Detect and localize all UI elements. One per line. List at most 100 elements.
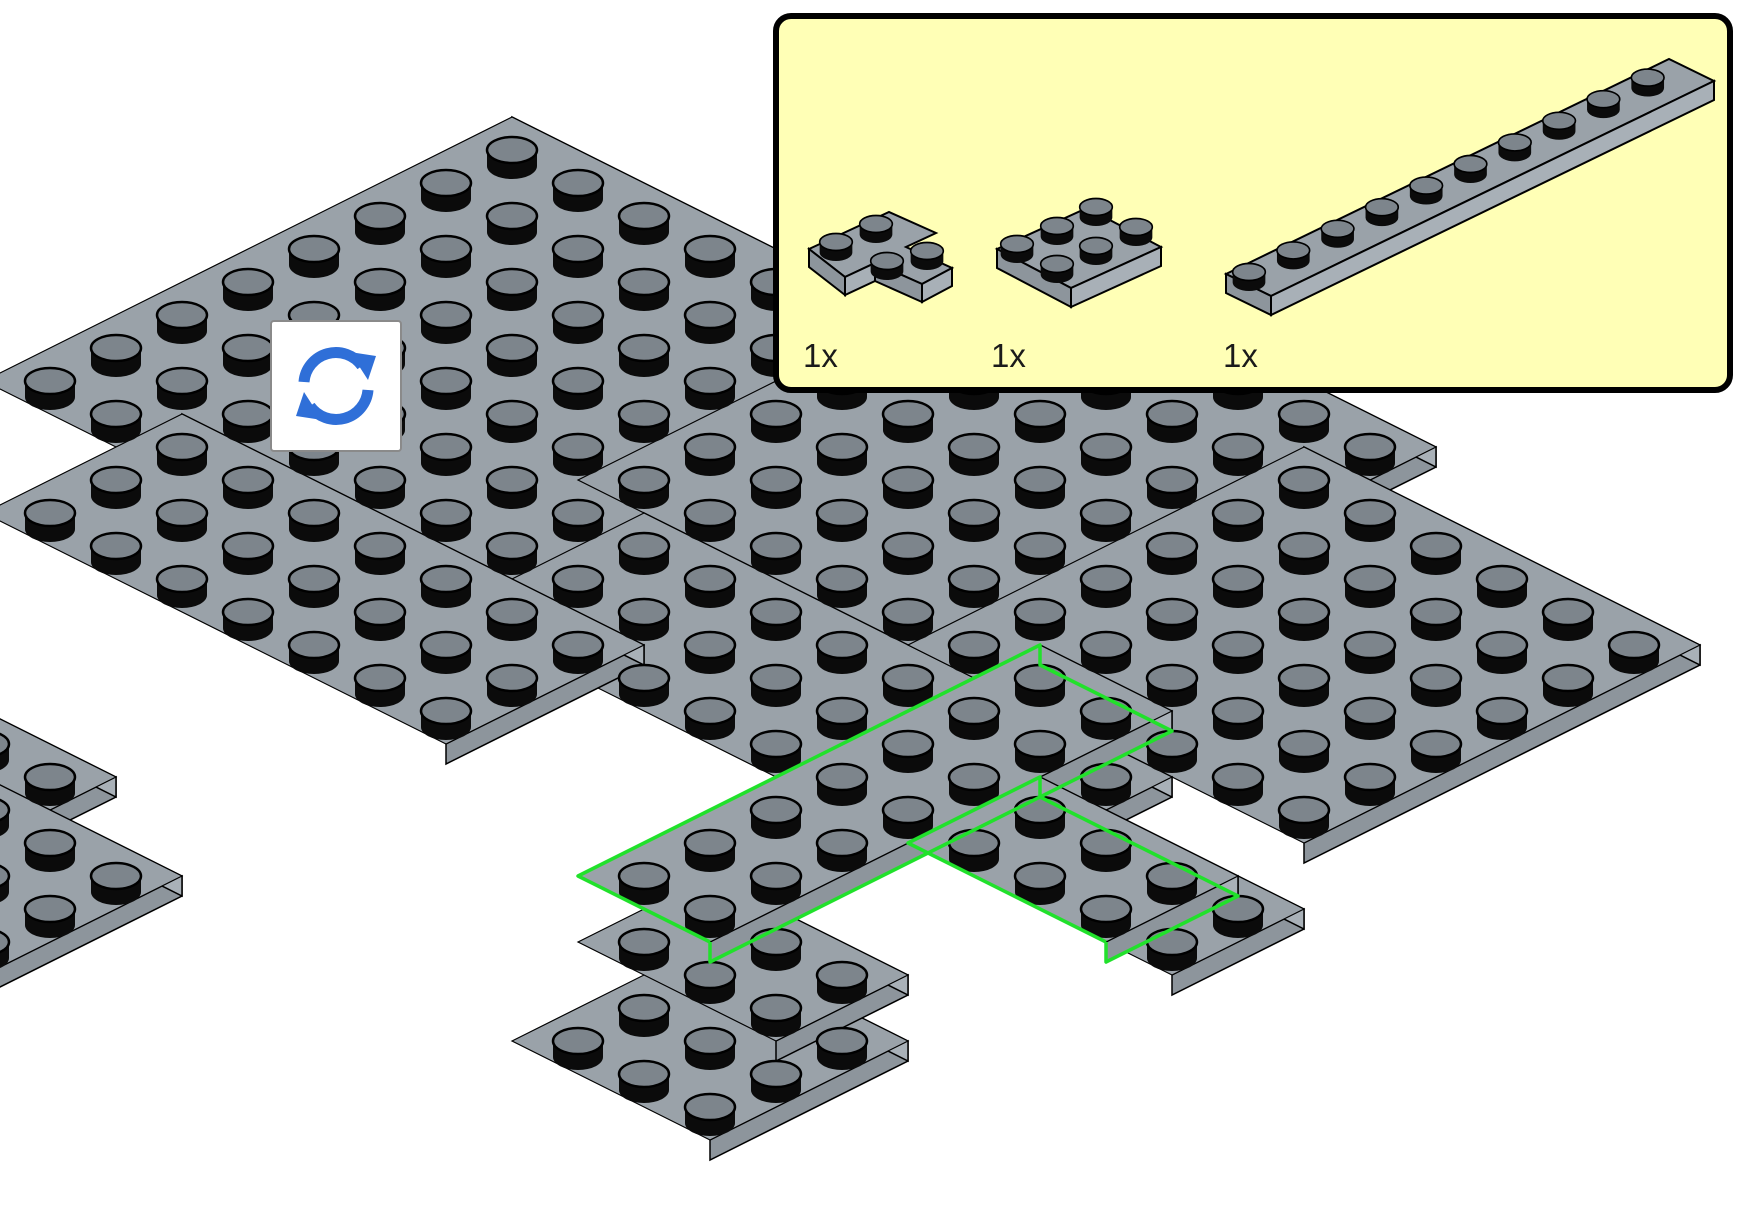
stud (1213, 698, 1263, 740)
stud (421, 302, 471, 344)
stud (223, 599, 273, 641)
stud (1213, 764, 1263, 806)
stud (751, 533, 801, 575)
stud (289, 236, 339, 278)
stud (553, 236, 603, 278)
rotate-button[interactable] (270, 320, 402, 452)
stud (421, 368, 471, 410)
parts-list-panel: 1x 1x 1x (773, 13, 1733, 393)
stud (1279, 467, 1329, 509)
stud (619, 1061, 669, 1103)
stud (487, 203, 537, 245)
stud (1147, 929, 1197, 971)
stud (619, 467, 669, 509)
part-quantity-1: 1x (803, 339, 838, 372)
stud (685, 368, 735, 410)
stud (883, 401, 933, 443)
stud (91, 467, 141, 509)
stud (1411, 533, 1461, 575)
stud (619, 335, 669, 377)
stud (1213, 896, 1263, 938)
stud (421, 566, 471, 608)
stud (1411, 731, 1461, 773)
stud (1081, 434, 1131, 476)
part-stud (911, 243, 944, 270)
stud (1147, 863, 1197, 905)
part-stud (1001, 236, 1034, 263)
stud (487, 533, 537, 575)
stud (1345, 764, 1395, 806)
part-stud (1233, 264, 1266, 291)
stud (883, 599, 933, 641)
part-stud (1080, 199, 1113, 226)
stud (1345, 566, 1395, 608)
stud (487, 137, 537, 179)
part-stud (1543, 112, 1576, 139)
stud (1477, 566, 1527, 608)
stud (355, 269, 405, 311)
stud (487, 335, 537, 377)
stud (751, 599, 801, 641)
stud (817, 962, 867, 1004)
stud (289, 500, 339, 542)
stud (685, 236, 735, 278)
stud (1147, 533, 1197, 575)
stud (619, 269, 669, 311)
stud (553, 566, 603, 608)
stud (421, 632, 471, 674)
stud (1015, 467, 1065, 509)
stud (751, 665, 801, 707)
stud (1345, 698, 1395, 740)
stud (1081, 698, 1131, 740)
stud (223, 401, 273, 443)
stud (91, 863, 141, 905)
stud (91, 335, 141, 377)
stud (1147, 599, 1197, 641)
stud (553, 434, 603, 476)
stud (1279, 665, 1329, 707)
stud (949, 566, 999, 608)
stud (487, 467, 537, 509)
stud (619, 929, 669, 971)
stud (1147, 401, 1197, 443)
stud (1543, 665, 1593, 707)
stud (1081, 830, 1131, 872)
part-stud (1454, 156, 1487, 183)
stud (1147, 665, 1197, 707)
stud (487, 599, 537, 641)
stud (1543, 599, 1593, 641)
stud (421, 236, 471, 278)
stud (685, 698, 735, 740)
stud (685, 830, 735, 872)
stud (1147, 467, 1197, 509)
part-stud (1498, 134, 1531, 161)
stud (1213, 434, 1263, 476)
stud (157, 434, 207, 476)
stud (25, 764, 75, 806)
stud (619, 665, 669, 707)
part-stud (1120, 219, 1153, 246)
stud (487, 269, 537, 311)
stud (751, 929, 801, 971)
stud (487, 401, 537, 443)
stud (751, 797, 801, 839)
stud (1015, 665, 1065, 707)
stud (25, 896, 75, 938)
stud (883, 467, 933, 509)
stud (223, 335, 273, 377)
stud (685, 302, 735, 344)
stud (751, 863, 801, 905)
stud (355, 665, 405, 707)
stud (289, 632, 339, 674)
stud (553, 368, 603, 410)
stud (25, 500, 75, 542)
stud (355, 599, 405, 641)
stud (883, 731, 933, 773)
stud (355, 533, 405, 575)
stud (685, 434, 735, 476)
stud (817, 566, 867, 608)
stud (91, 401, 141, 443)
stud (91, 533, 141, 575)
stud (157, 302, 207, 344)
stud (223, 467, 273, 509)
